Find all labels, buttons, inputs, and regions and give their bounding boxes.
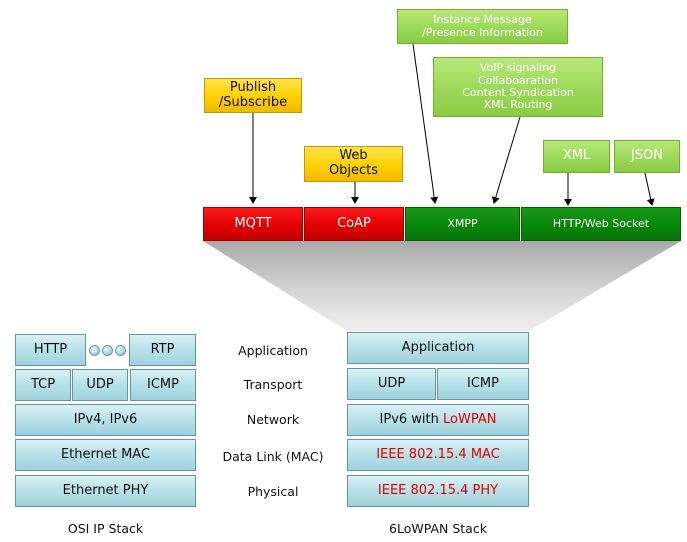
lowpan-application-block: Application (347, 332, 529, 364)
osi-network-block: IPv4, IPv6 (15, 404, 196, 436)
lowpan-physical-label: IEEE 802.15.4 PHY (377, 482, 499, 498)
lowpan-icmp-block: ICMP (437, 368, 529, 400)
voip-box: VoIP signaling Collaboaration Content Sy… (433, 57, 603, 117)
ellipsis-dots (87, 334, 127, 366)
osi-rtp-label: RTP (150, 341, 175, 357)
dot-icon (114, 344, 126, 356)
mqtt-label: MQTT (234, 215, 272, 231)
voip-line-1: VoIP signaling (479, 61, 557, 75)
arrow-json-to-http (644, 172, 655, 206)
json-box: JSON (614, 140, 680, 173)
web-objects-line-1: Web (339, 148, 368, 164)
layer-datalink-label: Data Link (MAC) (222, 449, 324, 464)
voip-line-3: Content Syndication (462, 86, 574, 99)
lowpan-udp-label: UDP (377, 375, 406, 391)
http-websocket-block: HTTP/Web Socket (521, 207, 681, 241)
osi-http-label: HTTP (33, 341, 68, 357)
osi-physical-block: Ethernet PHY (15, 475, 196, 507)
lowpan-stack-caption: 6LoWPAN Stack (389, 521, 487, 536)
voip-line-4: XML Routing (483, 98, 553, 112)
layer-physical-label: Physical (247, 484, 299, 499)
layer-application-label: Application (238, 343, 308, 358)
publish-subscribe-box: Publish /Subscribe (204, 78, 302, 113)
layer-transport-label: Transport (243, 377, 303, 392)
instance-message-line-1: Instance Message (433, 12, 532, 26)
lowpan-application-label: Application (401, 339, 475, 355)
lowpan-udp-block: UDP (347, 368, 436, 400)
osi-physical-label: Ethernet PHY (62, 482, 149, 498)
instance-message-box: Instance Message /Presence Information (397, 9, 568, 44)
publish-line-1: Publish (229, 79, 277, 95)
osi-network-label: IPv4, IPv6 (73, 411, 138, 427)
osi-datalink-label: Ethernet MAC (60, 446, 151, 462)
osi-tcp-label: TCP (30, 376, 56, 392)
dot-icon (88, 344, 100, 356)
lowpan-network-block: IPv6 with LoWPAN (347, 404, 529, 436)
layer-network-label: Network (246, 412, 300, 427)
http-websocket-label: HTTP/Web Socket (552, 216, 650, 230)
lowpan-network-prefix: IPv6 with (379, 411, 444, 427)
xmpp-block: XMPP (405, 207, 520, 241)
osi-udp-label: UDP (86, 376, 114, 392)
lowpan-network-highlight: LoWPAN (443, 411, 497, 427)
web-objects-box: Web Objects (304, 146, 403, 182)
osi-udp-block: UDP (72, 369, 128, 401)
xml-box: XML (543, 140, 610, 173)
coap-label: CoAP (337, 215, 371, 231)
osi-http-block: HTTP (15, 334, 86, 366)
coap-block: CoAP (304, 207, 404, 241)
instance-message-line-2: /Presence Information (422, 25, 543, 39)
lowpan-icmp-label: ICMP (467, 375, 499, 391)
osi-icmp-block: ICMP (130, 369, 196, 401)
xml-label: XML (562, 148, 591, 164)
json-label: JSON (630, 148, 664, 164)
lowpan-datalink-label: IEEE 802.15.4 MAC (376, 446, 500, 462)
arrow-voip-to-xmpp (491, 116, 521, 204)
web-objects-line-2: Objects (328, 163, 379, 178)
osi-icmp-label: ICMP (147, 376, 179, 392)
lowpan-datalink-block: IEEE 802.15.4 MAC (347, 439, 529, 471)
osi-datalink-block: Ethernet MAC (15, 439, 196, 471)
xmpp-label: XMPP (447, 216, 478, 230)
osi-tcp-block: TCP (15, 369, 71, 401)
mqtt-block: MQTT (203, 207, 303, 241)
lowpan-physical-block: IEEE 802.15.4 PHY (347, 475, 529, 507)
voip-line-2: Collaboaration (477, 73, 559, 87)
publish-line-2: /Subscribe (218, 94, 288, 110)
dot-icon (101, 344, 113, 356)
osi-rtp-block: RTP (129, 334, 196, 366)
funnel-shape (203, 241, 681, 331)
arrow-instance-to-xmpp (412, 43, 439, 204)
osi-stack-caption: OSI IP Stack (67, 521, 144, 536)
